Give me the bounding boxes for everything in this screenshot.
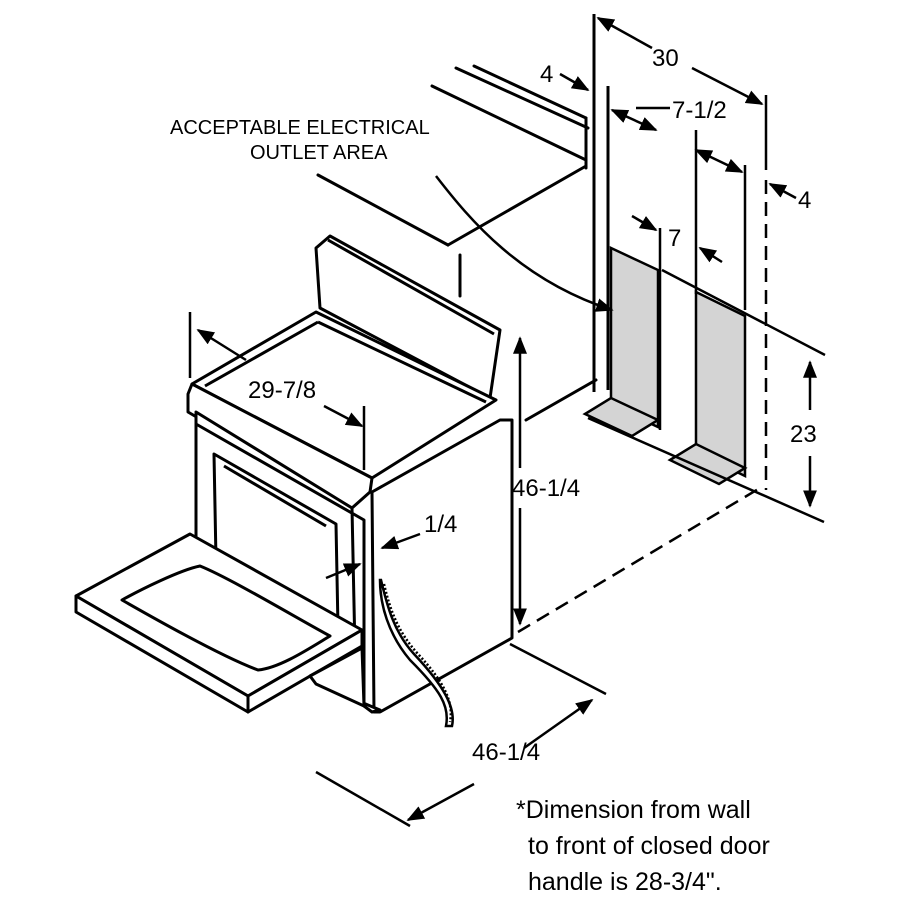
outlet-area-label-line2: OUTLET AREA — [250, 142, 388, 164]
dimension-lines — [188, 16, 817, 828]
outlet-area-right — [667, 289, 748, 486]
dim-right-offset: 4 — [798, 187, 811, 214]
dim-lower-spacing: 7 — [668, 225, 681, 252]
footnote-line1: *Dimension from wall — [516, 796, 751, 824]
dim-door-gap: 1/4 — [424, 511, 457, 538]
floor-and-extension-lines — [517, 95, 826, 634]
dim-overall-width: 30 — [652, 45, 679, 72]
outlet-area-pointer — [435, 175, 614, 312]
footnote-line3: handle is 28-3/4". — [528, 868, 722, 896]
outlet-area-label-line1: ACCEPTABLE ELECTRICAL — [170, 117, 430, 139]
dim-top-offset: 4 — [540, 61, 553, 88]
oven-door-open — [74, 532, 366, 714]
range-body — [186, 234, 514, 714]
wall-edge — [592, 14, 610, 392]
dim-range-height: 46-1/4 — [512, 475, 580, 502]
footnote-line2: to front of closed door — [528, 832, 770, 860]
dim-depth-open-door: 46-1/4 — [472, 739, 540, 766]
wall-cabinet-outline — [316, 64, 598, 422]
dim-cooktop-width: 29-7/8 — [248, 377, 316, 404]
dim-outlet-height: 23 — [790, 421, 817, 448]
cabinet-side-cutaway — [378, 578, 454, 728]
dim-upper-spacing: 7-1/2 — [672, 97, 727, 124]
outlet-area-left — [582, 246, 661, 438]
